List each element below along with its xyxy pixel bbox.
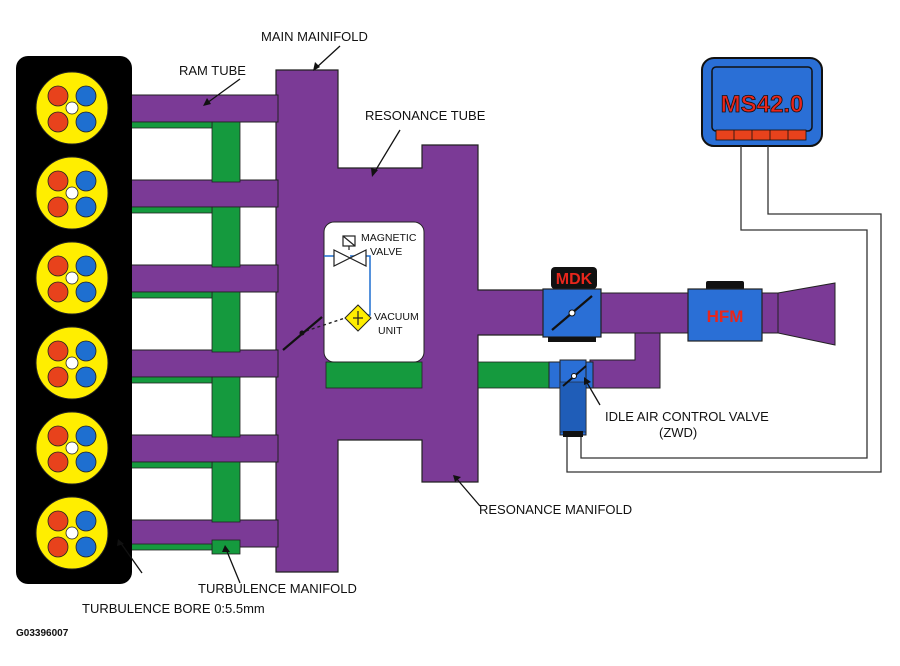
turbulence-bore: [117, 461, 213, 469]
ram-tube: [117, 179, 279, 208]
hfm-label: HFM: [707, 307, 744, 326]
exhaust-valve: [47, 340, 69, 362]
intake-valve: [75, 255, 97, 277]
magnetic-valve-icon: [333, 235, 367, 267]
ecu-label: MS42.0: [721, 91, 804, 118]
intake-valve: [75, 451, 97, 473]
intake-tube: [544, 282, 836, 389]
spark-plug: [65, 186, 79, 200]
exhaust-valve: [47, 170, 69, 192]
ram-tube: [117, 519, 279, 548]
intake-tube-hfm-link: [759, 292, 781, 334]
turbulence-manifold: [117, 121, 551, 555]
exhaust-valve: [47, 451, 69, 473]
exhaust-valve: [47, 85, 69, 107]
resonance-tube-label: RESONANCE TUBE: [365, 108, 486, 123]
turbulence-rail: [211, 291, 241, 353]
mdk-throttle: MDK: [542, 267, 602, 342]
spark-plug: [65, 356, 79, 370]
cylinder: [35, 71, 109, 145]
exhaust-valve: [47, 425, 69, 447]
ram-tubes: [117, 94, 279, 548]
exhaust-valve: [47, 510, 69, 532]
cylinders: [35, 71, 109, 570]
cylinder: [35, 326, 109, 400]
idle-air-control-label-2: (ZWD): [659, 425, 697, 440]
intake-valve: [75, 340, 97, 362]
spark-plug: [65, 101, 79, 115]
mdk-label: MDK: [556, 271, 593, 288]
spark-plug: [65, 271, 79, 285]
cylinder: [35, 411, 109, 485]
vacuum-unit-icon: [344, 304, 372, 332]
vacuum-unit-label-1: VACUUM: [374, 311, 419, 323]
turbulence-bore-label: TURBULENCE BORE 0:5.5mm: [82, 601, 265, 616]
ram-tube: [117, 264, 279, 293]
intake-valve: [75, 196, 97, 218]
turbulence-feed-tube: [477, 361, 551, 389]
ecu-ms42: MS42.0: [701, 57, 823, 147]
spark-plug: [65, 526, 79, 540]
turbulence-manifold-label: TURBULENCE MANIFOLD: [198, 581, 357, 596]
ram-tube-label: RAM TUBE: [179, 63, 246, 78]
idle-air-control-valve: [548, 359, 594, 437]
resonance-flap-pivot: [299, 330, 305, 336]
bypass-tube: [589, 332, 661, 389]
cylinder: [35, 156, 109, 230]
exhaust-valve: [47, 366, 69, 388]
ram-tube: [117, 349, 279, 378]
cylinder: [35, 241, 109, 315]
turbulence-bore: [117, 543, 213, 551]
turbulence-bore: [117, 376, 213, 384]
ram-tube: [117, 94, 279, 123]
exhaust-valve: [47, 255, 69, 277]
exhaust-valve: [47, 111, 69, 133]
intake-valve: [75, 85, 97, 107]
intake-valve: [75, 170, 97, 192]
exhaust-valve: [47, 536, 69, 558]
turbulence-rail: [211, 461, 241, 523]
idle-air-control-label-1: IDLE AIR CONTROL VALVE: [605, 409, 769, 424]
magnetic-valve-label-1: MAGNETIC: [361, 232, 417, 244]
intake-valve: [75, 366, 97, 388]
spark-plug: [65, 441, 79, 455]
intake-valve: [75, 536, 97, 558]
intake-horn: [777, 282, 836, 346]
figure-id: G03396007: [16, 628, 69, 639]
wiring: [566, 146, 882, 473]
leader-arrows: [119, 45, 601, 584]
turbulence-bore: [117, 206, 213, 214]
arrowheads: [117, 62, 591, 552]
intake-valve: [75, 510, 97, 532]
cylinder: [35, 496, 109, 570]
turbulence-cross-tube: [325, 361, 423, 389]
intake-valve: [75, 425, 97, 447]
vacuum-unit-label-2: UNIT: [378, 325, 403, 337]
intake-valve: [75, 111, 97, 133]
main-manifold-label: MAIN MAINIFOLD: [261, 29, 368, 44]
ram-tube: [117, 434, 279, 463]
turbulence-rail: [211, 206, 241, 268]
exhaust-valve: [47, 196, 69, 218]
resonance-manifold-label: RESONANCE MANIFOLD: [479, 502, 632, 517]
turbulence-bore: [117, 121, 213, 129]
turbulence-bore: [117, 291, 213, 299]
intake-valve: [75, 281, 97, 303]
hfm-air-mass-meter: HFM: [687, 281, 763, 342]
turbulence-rail-top: [211, 121, 241, 183]
vacuum-linkage: [305, 317, 346, 332]
turbulence-rail: [211, 376, 241, 438]
magnetic-valve-label-2: VALVE: [370, 246, 402, 258]
exhaust-valve: [47, 281, 69, 303]
